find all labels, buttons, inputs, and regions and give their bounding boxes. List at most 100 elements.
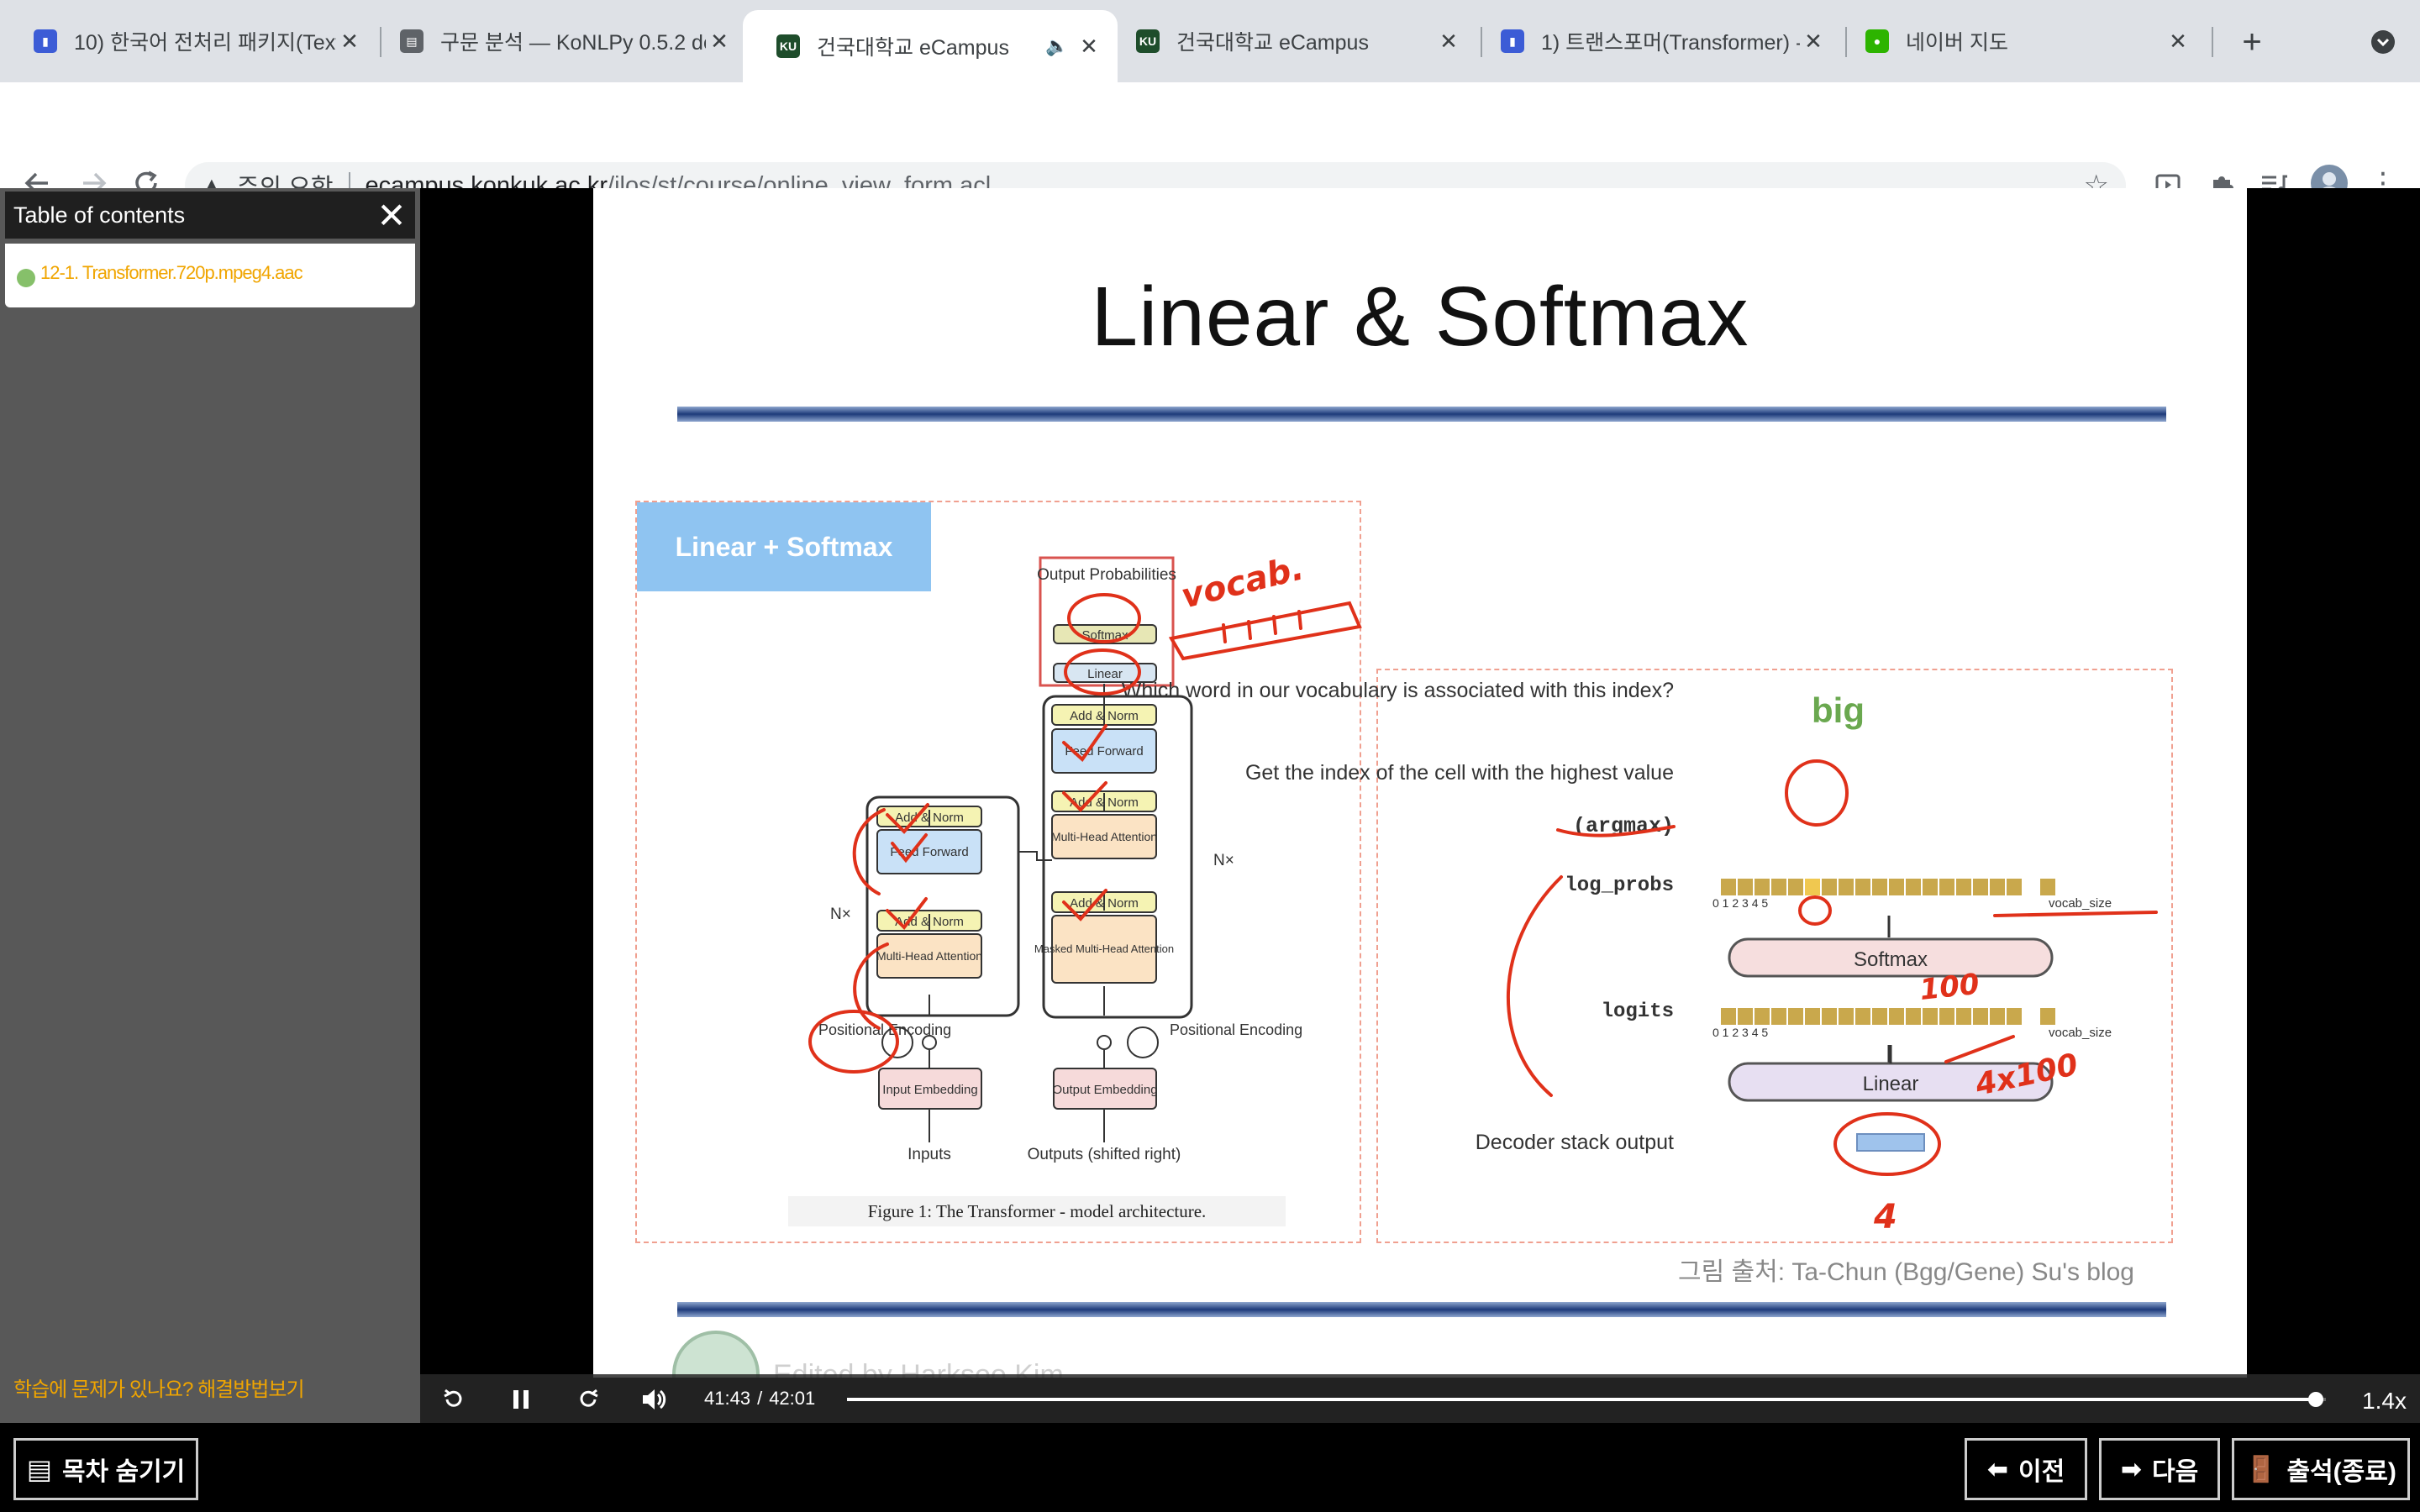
svg-text:Output Embedding: Output Embedding: [1052, 1083, 1157, 1097]
slide-footer: Edited by Harksoo Kim: [773, 1359, 1064, 1378]
tab-transformer[interactable]: ▮ 1) 트랜스포머(Transformer) - 딥러닝을 이용한 ✕: [1467, 10, 1842, 72]
exit-attendance-button[interactable]: 🚪 출석(종료): [2232, 1438, 2410, 1500]
vector-cell: [1738, 879, 1753, 895]
vector-cell: [1923, 1008, 1938, 1025]
vector-cell: [1721, 1008, 1736, 1025]
help-link[interactable]: 학습에 문제가 있나요? 해결방법보기: [13, 1378, 305, 1401]
handwritten-4: 4: [1873, 1198, 1897, 1236]
vector-cell: [1738, 1008, 1753, 1025]
vector-cell: [1855, 1008, 1870, 1025]
seek-handle[interactable]: [2307, 1392, 2323, 1407]
vector-cell: [1788, 1008, 1803, 1025]
close-icon[interactable]: ✕: [710, 28, 729, 54]
toc-sidebar: Table of contents ✕ 12-1. Transformer.72…: [0, 188, 420, 1423]
vector-cell: [1822, 1008, 1837, 1025]
speaker-icon[interactable]: 🔈: [1045, 35, 1069, 56]
vector-cell: [2040, 879, 2055, 895]
vector-cell: [1771, 1008, 1786, 1025]
vector-cell: [1973, 879, 1988, 895]
seek-bar[interactable]: [847, 1392, 2326, 1407]
close-icon[interactable]: ✕: [1080, 33, 1098, 59]
map-pin-icon: ●: [1865, 29, 1889, 53]
close-icon[interactable]: ✕: [1439, 28, 1458, 54]
close-icon[interactable]: ✕: [376, 195, 407, 235]
volume-icon[interactable]: [635, 1381, 672, 1418]
prev-button[interactable]: ⬅ 이전: [1965, 1438, 2087, 1500]
svg-text:Positional Encoding: Positional Encoding: [818, 1021, 951, 1038]
handwritten-vocab: vocab.: [1177, 549, 1307, 616]
toc-toggle-button[interactable]: ▤ 목차 숨기기: [13, 1438, 198, 1500]
vector-cell: [1889, 1008, 1904, 1025]
vector-cell: [1956, 879, 1971, 895]
close-icon[interactable]: ✕: [1804, 28, 1823, 54]
video-controls: 41:43/42:01 1.4x: [420, 1374, 2420, 1425]
new-tab-plus-icon[interactable]: +: [2242, 23, 2262, 60]
tab-konlpy[interactable]: ▤ 구문 분석 — KoNLPy 0.5.2 documentation ✕: [366, 10, 748, 72]
fig-output-probs: Output Probabilities: [1037, 566, 1176, 584]
transformer-architecture-diagram: Output Probabilities Softmax Linear Add …: [672, 549, 2158, 1378]
tab-ecampus[interactable]: KU 건국대학교 eCampus ✕: [1102, 10, 1477, 72]
decoder-output-label: Decoder stack output: [1476, 1131, 1674, 1154]
tab-search-icon[interactable]: [2361, 20, 2405, 64]
vector-cell: [1822, 879, 1837, 895]
vector-cell: [1990, 1008, 2005, 1025]
time-display: 41:43/42:01: [704, 1388, 816, 1409]
handwritten-100: 100: [1918, 968, 1981, 1007]
forward-icon[interactable]: [570, 1381, 607, 1418]
ku-icon: KU: [1136, 29, 1160, 53]
vector-cell: [1839, 1008, 1854, 1025]
lecture-slide: Linear & Softmax Linear + Softmax Output…: [593, 188, 2247, 1378]
svg-text:N×: N×: [830, 906, 851, 923]
lecture-nav-bar: ▤ 목차 숨기기 ⬅ 이전 ➡ 다음 🚪 출석(종료): [0, 1423, 2420, 1512]
svg-text:0 1 2 3 4 5: 0 1 2 3 4 5: [1712, 896, 1768, 910]
vector-cell: [1805, 1008, 1820, 1025]
tab-naver-map[interactable]: ● 네이버 지도 ✕: [1832, 10, 2207, 72]
transformer-figure-panel: [635, 501, 1361, 1243]
rewind-icon[interactable]: [435, 1381, 472, 1418]
tab-strip: ▮ 10) 한국어 전처리 패키지(Text Preprocessing Too…: [0, 0, 2420, 82]
svg-text:Multi-Head Attention: Multi-Head Attention: [876, 949, 982, 963]
svg-text:Input Embedding: Input Embedding: [882, 1083, 977, 1097]
fig-linear: Linear: [1087, 667, 1123, 681]
svg-text:0 1 2 3 4 5: 0 1 2 3 4 5: [1712, 1026, 1768, 1039]
doc-icon: ▤: [400, 29, 424, 53]
tab-text-preprocessing[interactable]: ▮ 10) 한국어 전처리 패키지(Text Preprocessing Too…: [0, 10, 378, 72]
vector-cell: [1956, 1008, 1971, 1025]
svg-text:N×: N×: [1213, 852, 1234, 869]
vector-cell: [1721, 879, 1736, 895]
vector-cell: [1889, 879, 1904, 895]
vector-cell: [1754, 1008, 1770, 1025]
playback-speed[interactable]: 1.4x: [2362, 1388, 2407, 1414]
svg-text:vocab_size: vocab_size: [2049, 1026, 2112, 1040]
logits-label: logits: [1602, 1000, 1674, 1023]
slide-title: Linear & Softmax: [1091, 270, 1749, 364]
vector-cell: [1754, 879, 1770, 895]
tab-ecampus-active[interactable]: KU 건국대학교 eCampus 🔈 ✕: [743, 10, 1118, 82]
next-button[interactable]: ➡ 다음: [2099, 1438, 2220, 1500]
svg-text:Inputs: Inputs: [908, 1146, 951, 1163]
vector-cell: [1839, 879, 1854, 895]
arrow-right-icon: ➡: [2120, 1455, 2142, 1483]
vector-cell: [1788, 879, 1803, 895]
toc-item[interactable]: 12-1. Transformer.720p.mpeg4.aac: [17, 259, 303, 287]
close-icon[interactable]: ✕: [340, 28, 359, 54]
vector-cell: [1923, 879, 1938, 895]
vector-cell: [2007, 879, 2022, 895]
vector-cell: [1872, 1008, 1887, 1025]
browser-toolbar: ▲ 주의 요함 ecampus.konkuk.ac.kr/ilos/st/cou…: [0, 82, 2420, 257]
vector-cell: [1855, 879, 1870, 895]
vector-cell: [1973, 1008, 1988, 1025]
linear-softmax-panel: [1376, 669, 2173, 1243]
vector-cell: [1990, 879, 2005, 895]
softmax-box: Softmax: [1854, 948, 1928, 971]
close-icon[interactable]: ✕: [2169, 28, 2187, 54]
argmax-text: Get the index of the cell with the highe…: [1245, 761, 1674, 785]
slide-divider-bottom: [677, 1302, 2166, 1317]
toc-header: Table of contents ✕: [5, 192, 415, 239]
svg-text:vocab_size: vocab_size: [2049, 896, 2112, 911]
svg-text:Multi-Head Attention: Multi-Head Attention: [1051, 830, 1157, 843]
image-source: 그림 출처: Ta-Chun (Bgg/Gene) Su's blog: [1678, 1258, 2134, 1286]
question-text: Which word in our vocabulary is associat…: [1122, 679, 1674, 702]
pause-icon[interactable]: [502, 1381, 539, 1418]
vector-cell: [2007, 1008, 2022, 1025]
